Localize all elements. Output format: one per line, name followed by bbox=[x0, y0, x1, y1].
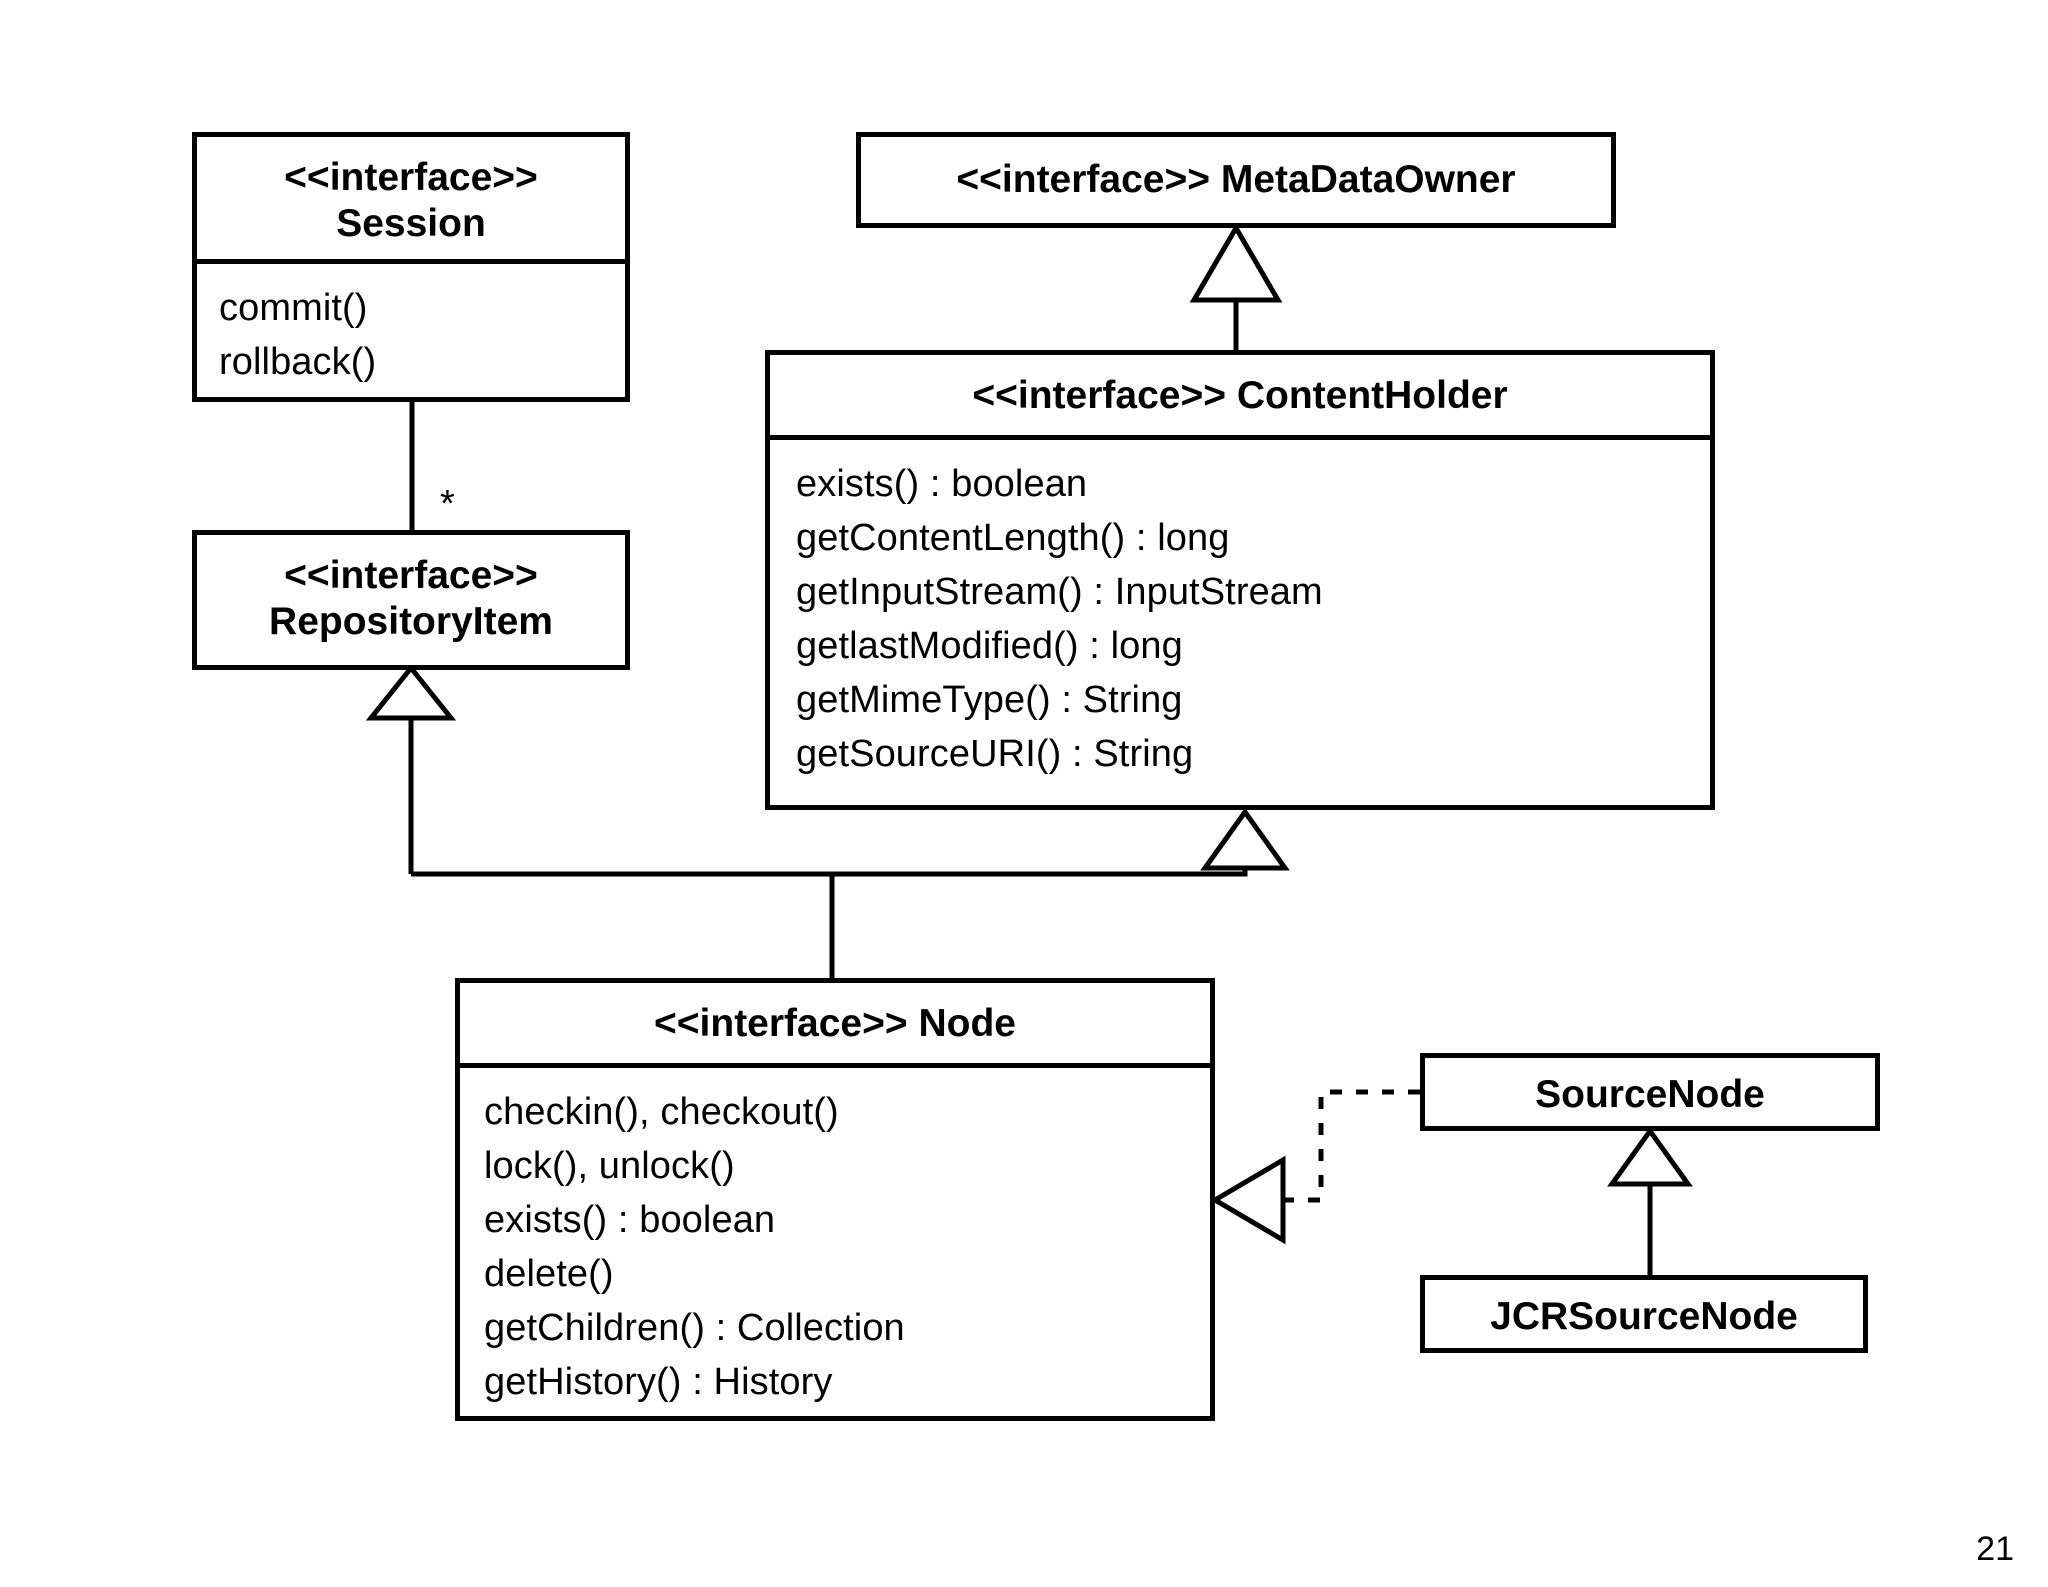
class-header-metadataowner: <<interface>> MetaDataOwner bbox=[956, 158, 1516, 201]
edge-node-contentholder bbox=[411, 807, 1290, 877]
member-lock-unlock: lock(), unlock() bbox=[484, 1144, 735, 1187]
member-getcontentlength: getContentLength() : long bbox=[796, 516, 1230, 559]
multiplicity-label-session-repositoryitem: * bbox=[440, 483, 455, 525]
member-gethistory: getHistory() : History bbox=[484, 1360, 833, 1403]
class-header-node: <<interface>> Node bbox=[460, 983, 1210, 1069]
class-box-jcrsourcenode[interactable]: JCRSourceNode bbox=[1420, 1275, 1868, 1353]
class-header-contentholder: <<interface>> ContentHolder bbox=[770, 355, 1710, 441]
member-getmimetype: getMimeType() : String bbox=[796, 678, 1183, 721]
generalization-arrowhead bbox=[1189, 223, 1283, 303]
class-header-sourcenode: SourceNode bbox=[1535, 1073, 1765, 1116]
edge-node-repositoryitem bbox=[365, 663, 457, 874]
member-checkin-checkout: checkin(), checkout() bbox=[484, 1091, 839, 1134]
member-getinputstream: getInputStream() : InputStream bbox=[796, 570, 1323, 613]
class-members-session: commit() rollback() bbox=[197, 264, 625, 404]
generalization-arrowhead bbox=[1607, 1126, 1693, 1187]
class-box-repositoryitem[interactable]: <<interface>> RepositoryItem bbox=[192, 530, 630, 670]
member-getchildren: getChildren() : Collection bbox=[484, 1306, 905, 1349]
class-members-node: checkin(), checkout() lock(), unlock() e… bbox=[460, 1068, 1210, 1424]
class-members-contentholder: exists() : boolean getContentLength() : … bbox=[770, 440, 1710, 796]
member-getlastmodified: getlastModified() : long bbox=[796, 624, 1183, 667]
page-number: 21 bbox=[1976, 1530, 2014, 1568]
class-header-repositoryitem: <<interface>> RepositoryItem bbox=[269, 554, 553, 644]
class-box-contentholder[interactable]: <<interface>> ContentHolder exists() : b… bbox=[765, 350, 1715, 810]
class-box-session[interactable]: <<interface>> Session commit() rollback(… bbox=[192, 132, 630, 402]
generalization-arrowhead bbox=[365, 663, 457, 721]
member-delete: delete() bbox=[484, 1252, 614, 1295]
member-rollback: rollback() bbox=[219, 340, 377, 383]
member-exists: exists() : boolean bbox=[484, 1198, 776, 1241]
member-getsourceuri: getSourceURI() : String bbox=[796, 732, 1194, 775]
class-box-metadataowner[interactable]: <<interface>> MetaDataOwner bbox=[856, 132, 1616, 228]
class-box-sourcenode[interactable]: SourceNode bbox=[1420, 1053, 1880, 1131]
realization-arrowhead bbox=[1210, 1155, 1286, 1245]
class-box-node[interactable]: <<interface>> Node checkin(), checkout()… bbox=[455, 978, 1215, 1421]
class-header-session: <<interface>> Session bbox=[197, 137, 625, 265]
member-exists: exists() : boolean bbox=[796, 463, 1088, 506]
edge-sourcenode-node bbox=[1210, 1089, 1420, 1245]
edge-jcrsourcenode-sourcenode bbox=[1607, 1126, 1693, 1275]
edge-contentholder-metadataowner bbox=[1189, 223, 1283, 350]
member-commit: commit() bbox=[219, 287, 368, 330]
class-header-jcrsourcenode: JCRSourceNode bbox=[1490, 1295, 1798, 1338]
generalization-arrowhead bbox=[1200, 807, 1290, 871]
